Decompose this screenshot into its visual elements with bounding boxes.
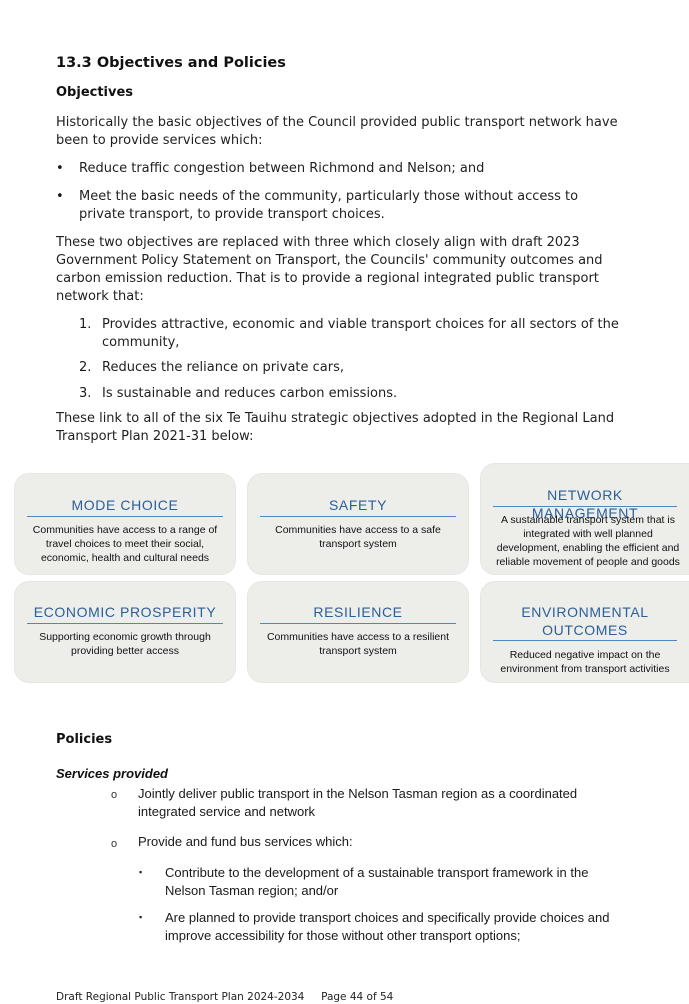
card-divider xyxy=(260,516,456,517)
page-footer: Draft Regional Public Transport Plan 202… xyxy=(56,991,393,1003)
bullet-dot: • xyxy=(56,161,64,176)
card-text: Communities have access to a safe transp… xyxy=(275,524,441,550)
policy-item: Provide and fund bus services which: xyxy=(138,834,353,849)
card-title: NETWORK MANAGEMENT xyxy=(531,487,639,521)
link-paragraph: These link to all of the six Te Tauihu s… xyxy=(56,411,615,444)
policy-subitem: Contribute to the development of a susta… xyxy=(165,865,589,898)
card-text: Reduced negative impact on the environme… xyxy=(500,649,670,675)
objectives-heading: Objectives xyxy=(56,85,134,100)
objective-card-resilience: RESILIENCE Communities have access to a … xyxy=(248,582,468,682)
objective-card-mode-choice: MODE CHOICE Communities have access to a… xyxy=(15,474,235,574)
card-title: RESILIENCE xyxy=(313,604,403,620)
policies-heading: Policies xyxy=(56,732,113,747)
card-text: Communities have access to a resilient t… xyxy=(266,631,450,657)
numbered-item: Reduces the reliance on private cars, xyxy=(102,360,345,375)
bullet-dot: • xyxy=(56,189,64,204)
square-bullet: ▪ xyxy=(139,867,143,877)
card-divider xyxy=(493,640,677,641)
objective-card-environmental-outcomes: ENVIRONMENTAL OUTCOMES Reduced negative … xyxy=(481,582,689,682)
card-text: Communities have access to a range of tr… xyxy=(32,524,218,564)
replacement-paragraph: These two objectives are replaced with t… xyxy=(56,235,603,304)
services-provided-heading: Services provided xyxy=(56,766,168,781)
intro-paragraph: Historically the basic objectives of the… xyxy=(56,115,618,148)
list-number: 2. xyxy=(79,360,92,375)
objective-card-network-management: NETWORK MANAGEMENT A sustainable transpo… xyxy=(481,464,689,574)
numbered-item: Provides attractive, economic and viable… xyxy=(102,317,619,350)
card-divider xyxy=(27,516,223,517)
card-divider xyxy=(260,623,456,624)
card-title: MODE CHOICE xyxy=(71,497,179,513)
card-divider xyxy=(27,623,223,624)
card-text: Supporting economic growth through provi… xyxy=(39,631,211,657)
square-bullet: ▪ xyxy=(139,912,143,922)
card-title: ENVIRONMENTAL OUTCOMES xyxy=(521,604,649,638)
circle-bullet: o xyxy=(111,838,118,850)
bullet-item: Meet the basic needs of the community, p… xyxy=(79,189,579,222)
card-divider xyxy=(493,506,677,507)
list-number: 3. xyxy=(79,386,92,401)
card-text: A sustainable transport system that is i… xyxy=(496,514,680,568)
numbered-item: Is sustainable and reduces carbon emissi… xyxy=(102,386,398,401)
footer-page-number: Page 44 of 54 xyxy=(321,991,394,1003)
circle-bullet: o xyxy=(111,789,118,801)
bullet-item: Reduce traffic congestion between Richmo… xyxy=(79,161,485,176)
objective-card-safety: SAFETY Communities have access to a safe… xyxy=(248,474,468,574)
list-number: 1. xyxy=(79,317,92,332)
footer-doc-title: Draft Regional Public Transport Plan 202… xyxy=(56,991,305,1003)
policy-subitem: Are planned to provide transport choices… xyxy=(165,910,610,943)
card-title: ECONOMIC PROSPERITY xyxy=(33,604,217,620)
objective-card-economic-prosperity: ECONOMIC PROSPERITY Supporting economic … xyxy=(15,582,235,682)
policy-item: Jointly deliver public transport in the … xyxy=(138,786,578,819)
section-title: 13.3 Objectives and Policies xyxy=(56,55,286,71)
card-title: SAFETY xyxy=(328,497,388,513)
